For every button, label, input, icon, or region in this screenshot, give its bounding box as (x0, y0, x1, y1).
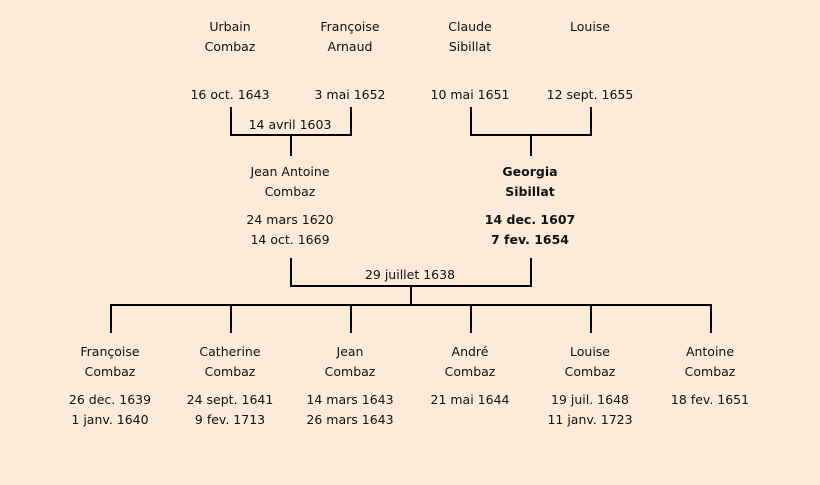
connector-line (290, 134, 292, 156)
last-name: Combaz (444, 364, 496, 379)
birth-date: 18 fev. 1651 (670, 392, 750, 407)
first-name: Françoise (80, 344, 140, 359)
first-name: Catherine (199, 344, 261, 359)
last-name: Combaz (684, 364, 736, 379)
connector-line (710, 304, 712, 333)
last-name: Combaz (564, 364, 616, 379)
last-name: Combaz (204, 39, 256, 54)
connector-line (590, 304, 592, 333)
connector-line (470, 304, 472, 333)
connector-line (530, 134, 532, 156)
last-name: Sibillat (505, 184, 555, 199)
connector-line (350, 304, 352, 333)
last-name: Combaz (204, 364, 256, 379)
connector-line (110, 304, 712, 306)
birth-date: 21 mai 1644 (430, 392, 510, 407)
first-name: Françoise (320, 19, 380, 34)
death-date: 7 fev. 1654 (491, 232, 569, 247)
death-date: 9 fev. 1713 (194, 412, 266, 427)
death-date: 1 janv. 1640 (71, 412, 149, 427)
date: 3 mai 1652 (314, 87, 386, 102)
first-name: Claude (448, 19, 492, 34)
first-name: Antoine (685, 344, 735, 359)
last-name: Sibillat (448, 39, 492, 54)
first-name: Georgia (502, 164, 558, 179)
first-name: André (451, 344, 489, 359)
birth-date: 26 dec. 1639 (68, 392, 152, 407)
birth-date: 14 mars 1643 (306, 392, 394, 407)
parents-marriage-date: 29 juillet 1638 (364, 267, 456, 282)
date: 12 sept. 1655 (546, 87, 634, 102)
birth-date: 24 mars 1620 (246, 212, 334, 227)
death-date: 26 mars 1643 (306, 412, 394, 427)
last-name: Arnaud (327, 39, 373, 54)
connector-line (110, 304, 112, 333)
first-name: Urbain (209, 19, 251, 34)
connector-line (290, 258, 292, 287)
first-name: Jean Antoine (250, 164, 330, 179)
death-date: 11 janv. 1723 (547, 412, 633, 427)
last-name: Combaz (84, 364, 136, 379)
connector-line (590, 107, 592, 136)
connector-line (230, 304, 232, 333)
birth-date: 24 sept. 1641 (186, 392, 274, 407)
first-name: Louise (570, 19, 610, 34)
connector-line (350, 107, 352, 136)
birth-date: 19 juil. 1648 (551, 392, 629, 407)
date: 16 oct. 1643 (190, 87, 270, 102)
connector-line (410, 285, 412, 306)
birth-date: 14 dec. 1607 (484, 212, 576, 227)
last-name: Combaz (324, 364, 376, 379)
first-name: Louise (570, 344, 610, 359)
connector-line (230, 107, 232, 136)
connector-line (470, 107, 472, 136)
date: 10 mai 1651 (430, 87, 510, 102)
connector-line (530, 258, 532, 287)
last-name: Combaz (264, 184, 316, 199)
grandparents-marriage-date: 14 avril 1603 (248, 117, 332, 132)
death-date: 14 oct. 1669 (250, 232, 330, 247)
first-name: Jean (336, 344, 364, 359)
